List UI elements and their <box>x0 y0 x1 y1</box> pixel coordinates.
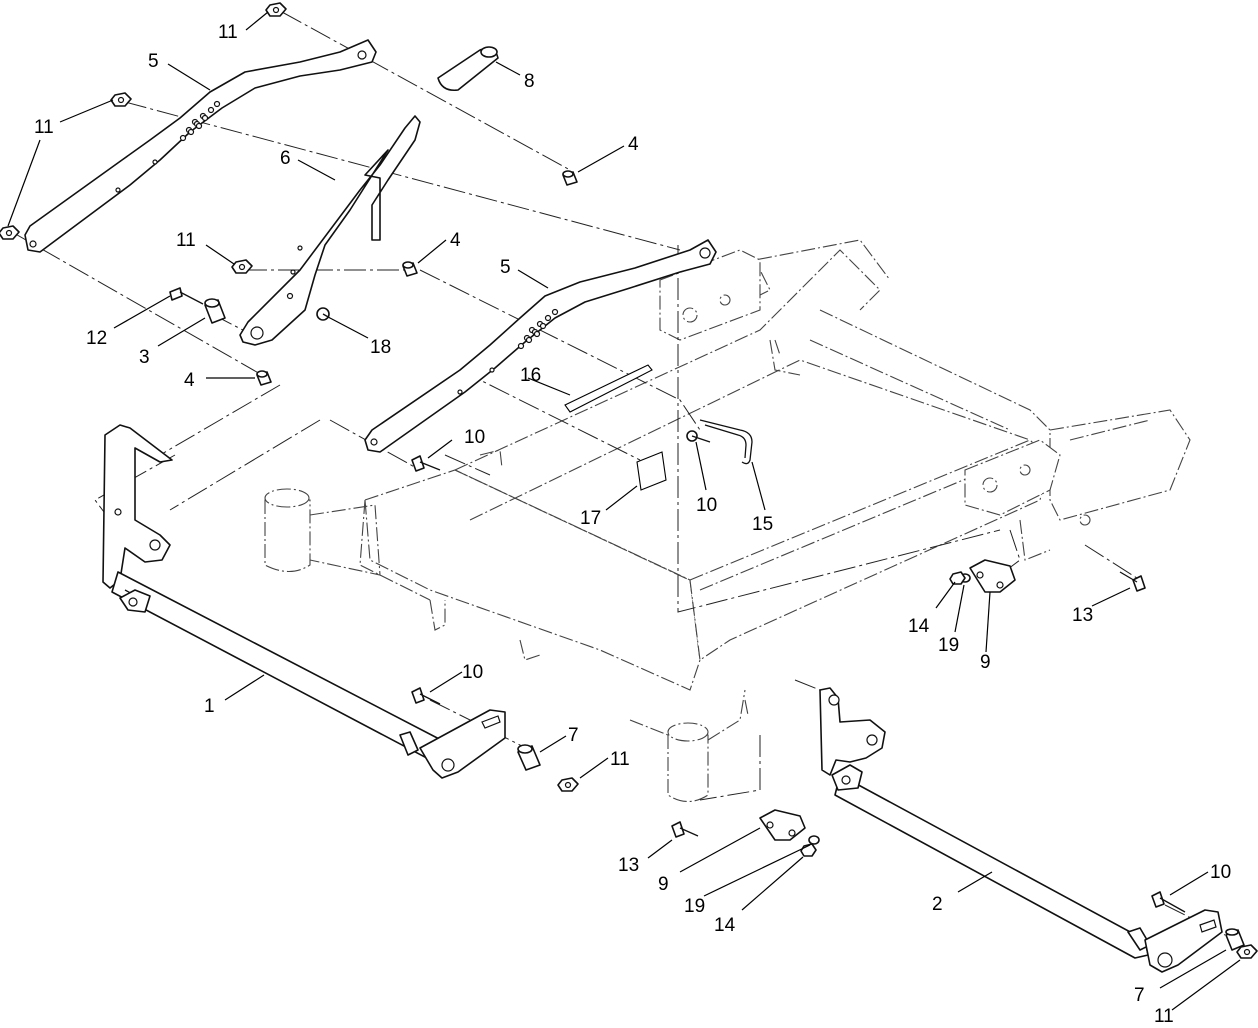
bolt-13-lower <box>671 821 699 838</box>
callout-16: 16 <box>520 365 541 386</box>
lift-arm-right <box>364 239 717 453</box>
spring-15 <box>699 419 753 465</box>
callout-5: 5 <box>500 257 511 278</box>
decal-16 <box>564 364 653 413</box>
spacer-7-lower <box>517 744 541 771</box>
callout-9: 9 <box>980 652 991 673</box>
bolt-10-right <box>1151 891 1186 913</box>
torsion-bar-right <box>819 687 1223 973</box>
callout-11: 11 <box>610 749 630 770</box>
callout-19: 19 <box>938 635 959 656</box>
nut-11-far-left <box>0 225 20 240</box>
washer-19-lower <box>808 835 820 845</box>
callout-8: 8 <box>524 71 535 92</box>
torsion-bar-left <box>102 424 506 779</box>
callout-11: 11 <box>34 117 54 138</box>
nut-11-right <box>1236 944 1258 959</box>
bolt-10-lower <box>411 687 441 705</box>
clamp-9-right <box>969 559 1016 593</box>
callout-10: 10 <box>1210 862 1231 883</box>
callout-9: 9 <box>658 874 669 895</box>
callout-6: 6 <box>280 148 291 169</box>
callout-18: 18 <box>370 337 391 358</box>
callout-4: 4 <box>184 370 195 391</box>
callout-13: 13 <box>618 855 639 876</box>
callout-10: 10 <box>464 427 485 448</box>
callout-11: 11 <box>176 230 196 251</box>
callout-19: 19 <box>684 896 705 917</box>
callout-15: 15 <box>752 514 773 535</box>
nut-11-lower <box>557 777 579 792</box>
callout-numbers: 11 5 8 11 6 4 11 4 5 12 18 3 16 4 10 10 … <box>34 22 1231 1027</box>
callout-10: 10 <box>462 662 483 683</box>
decal-17 <box>636 451 667 491</box>
callout-12: 12 <box>86 328 107 349</box>
bolt-10-center <box>411 455 441 472</box>
nut-11-mid <box>231 259 253 274</box>
clamp-9-lower <box>759 809 806 841</box>
callout-4: 4 <box>450 230 461 251</box>
lift-lever <box>239 115 421 346</box>
mower-frame <box>264 239 1191 803</box>
pin-18 <box>316 307 331 321</box>
callout-4: 4 <box>628 134 639 155</box>
callout-14: 14 <box>908 616 930 637</box>
callout-1: 1 <box>204 696 215 717</box>
callout-2: 2 <box>932 894 943 915</box>
bolt-13-right <box>1119 571 1146 592</box>
nut-14-right <box>949 571 966 585</box>
spacer-4-low <box>256 370 272 386</box>
bolt-12 <box>169 287 204 305</box>
callout-10: 10 <box>696 495 717 516</box>
callout-5: 5 <box>148 51 159 72</box>
callout-7: 7 <box>568 725 579 746</box>
callout-14: 14 <box>714 915 736 936</box>
lift-arm-left <box>24 39 377 253</box>
callout-17: 17 <box>580 508 601 529</box>
nut-11-top <box>265 2 287 17</box>
lift-arm-right-hole-pattern <box>517 308 559 350</box>
hardware <box>0 2 1258 959</box>
lift-arm-left-hole-pattern <box>179 100 221 142</box>
spacer-7-right <box>1225 928 1245 951</box>
callout-11: 11 <box>218 22 238 43</box>
bolt-10-pin <box>686 430 711 443</box>
leader-lines <box>7 11 1241 1011</box>
spacer-4-top <box>562 170 578 186</box>
nut-11-upper-left <box>110 92 132 107</box>
spacer-4-mid <box>402 261 418 277</box>
alignment-lines <box>11 11 1226 936</box>
callout-3: 3 <box>139 347 150 368</box>
callout-11: 11 <box>1154 1006 1174 1027</box>
handle-grip <box>437 46 499 92</box>
callout-7: 7 <box>1134 985 1145 1006</box>
callout-13: 13 <box>1072 605 1093 626</box>
bushing-3 <box>204 298 226 324</box>
